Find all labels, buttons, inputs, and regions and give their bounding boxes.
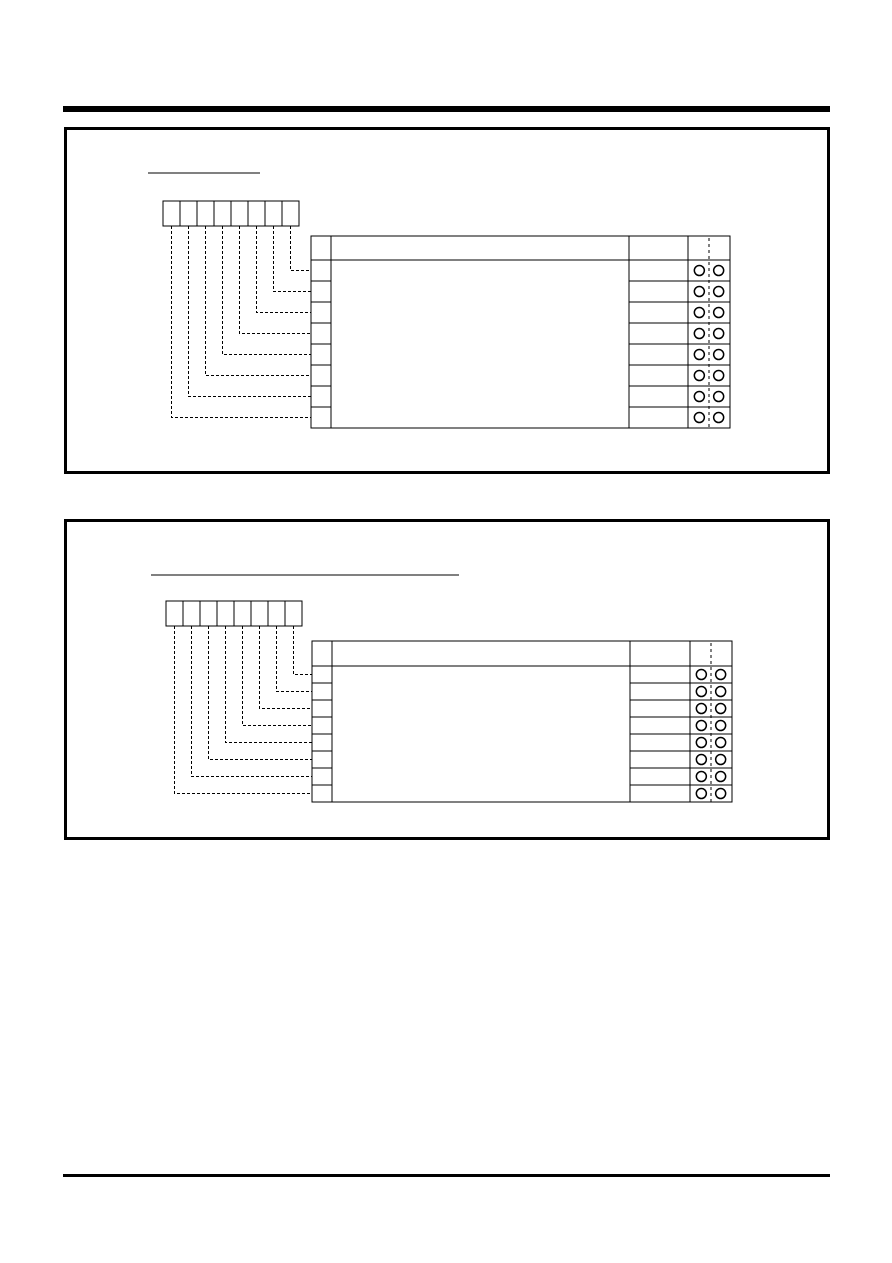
bit-leader-line: [273, 226, 311, 292]
bit-leader-line: [174, 626, 312, 794]
bit-leader-line: [171, 226, 311, 418]
bit-leader-line: [225, 626, 312, 743]
indicator-right-icon: [712, 348, 725, 361]
bit-box: [281, 200, 300, 227]
bit-box: [199, 600, 218, 627]
footer-rule: [63, 1174, 830, 1177]
bit-leader-line: [188, 226, 311, 397]
bit-leader-line: [290, 226, 311, 271]
indicator-right-icon: [714, 719, 727, 732]
register-diagram-1: [148, 172, 731, 429]
header-rule: [63, 106, 830, 112]
indicator-right-icon: [714, 668, 727, 681]
indicator-left-icon: [693, 327, 706, 340]
bit-box: [165, 600, 184, 627]
indicator-right-icon: [714, 685, 727, 698]
bit-leader-line: [222, 226, 311, 355]
indicator-left-icon: [693, 285, 706, 298]
bit-leader-line: [239, 226, 311, 334]
bit-box: [247, 200, 266, 227]
indicator-left-icon: [695, 719, 708, 732]
bit-leader-line: [276, 626, 312, 692]
indicator-right-icon: [712, 390, 725, 403]
indicator-left-icon: [693, 390, 706, 403]
index-column: [310, 235, 332, 429]
indicator-left-icon: [695, 702, 708, 715]
register-diagram-2: [151, 574, 733, 803]
indicator-right-icon: [714, 702, 727, 715]
bit-leader-line: [208, 626, 312, 760]
bit-leader-line: [242, 626, 312, 726]
indicator-left-icon: [695, 770, 708, 783]
bit-leader-line: [205, 226, 311, 376]
value-column: [629, 640, 691, 803]
bit-leader-line: [191, 626, 312, 777]
indicator-left-icon: [693, 369, 706, 382]
bit-box: [264, 200, 283, 227]
register-diagram-panel-2: [64, 519, 830, 840]
bit-box: [284, 600, 303, 627]
bit-box: [162, 200, 181, 227]
indicator-left-icon: [695, 668, 708, 681]
description-column: [331, 640, 631, 803]
indicator-right-icon: [714, 736, 727, 749]
indicator-left-icon: [695, 753, 708, 766]
bit-box: [250, 600, 269, 627]
bit-box: [196, 200, 215, 227]
indicator-right-icon: [712, 369, 725, 382]
indicator-right-icon: [712, 285, 725, 298]
indicator-left-icon: [695, 736, 708, 749]
bit-box: [182, 600, 201, 627]
indicator-right-icon: [714, 787, 727, 800]
indicator-right-icon: [712, 264, 725, 277]
indicator-left-icon: [693, 306, 706, 319]
description-column: [330, 235, 630, 429]
indicator-left-icon: [693, 264, 706, 277]
bit-box: [179, 200, 198, 227]
register-diagram-panel-1: [64, 127, 830, 474]
indicator-right-icon: [714, 770, 727, 783]
indicator-left-icon: [693, 348, 706, 361]
bit-leader-line: [293, 626, 312, 675]
indicator-left-icon: [695, 787, 708, 800]
bit-box: [213, 200, 232, 227]
bit-box: [230, 200, 249, 227]
indicator-right-icon: [712, 306, 725, 319]
indicator-left-icon: [693, 411, 706, 424]
bit-box: [233, 600, 252, 627]
indicator-right-icon: [714, 753, 727, 766]
bit-box: [216, 600, 235, 627]
index-column: [311, 640, 333, 803]
indicator-right-icon: [712, 411, 725, 424]
indicator-right-icon: [712, 327, 725, 340]
bit-leader-line: [256, 226, 311, 313]
bit-box: [267, 600, 286, 627]
bit-leader-line: [259, 626, 312, 709]
value-column: [628, 235, 689, 429]
indicator-left-icon: [695, 685, 708, 698]
indicator-column: [687, 235, 731, 429]
